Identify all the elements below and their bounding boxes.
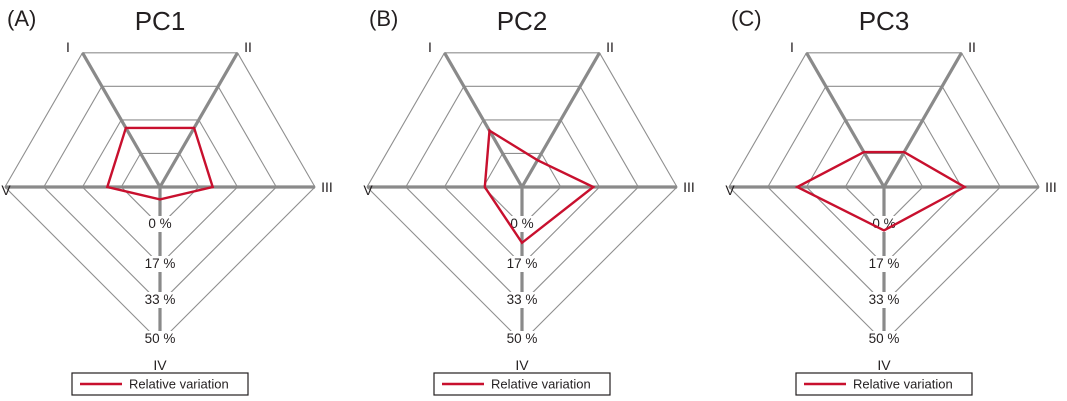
legend-label: Relative variation	[853, 377, 953, 392]
grid-ring-1	[844, 152, 924, 227]
axis-label-i: I	[790, 39, 794, 55]
grid-ring-2	[443, 119, 601, 266]
chart-title: PC3	[859, 6, 910, 36]
tick-label-bg	[866, 331, 902, 347]
tick-label-bg	[866, 292, 902, 308]
tick-label: 50 %	[507, 331, 538, 346]
tick-label: 50 %	[869, 331, 900, 346]
axis-label-iii: III	[1045, 179, 1057, 195]
axis-label-iv: IV	[515, 357, 529, 373]
axis-spoke-i	[805, 51, 886, 188]
tick-label: 33 %	[507, 292, 538, 307]
tick-label-bg	[146, 216, 174, 232]
axis-label-ii: II	[606, 39, 614, 55]
grid-ring-3	[43, 85, 277, 305]
chart-title: PC1	[135, 6, 186, 36]
legend-label: Relative variation	[129, 377, 229, 392]
grid-ring-4	[366, 52, 678, 343]
grid-ring-3	[405, 85, 639, 305]
axis-spoke-i	[81, 51, 162, 188]
axis-spoke-ii	[520, 51, 601, 188]
axis-spoke-ii	[882, 51, 963, 188]
grid-ring-3	[767, 85, 1001, 305]
panel-label: (B)	[369, 6, 398, 31]
grid-ring-1	[482, 152, 562, 227]
legend: Relative variation	[433, 372, 611, 396]
tick-label: 17 %	[507, 256, 538, 271]
tick-label-bg	[504, 292, 540, 308]
axis-label-i: I	[66, 39, 70, 55]
tick-label: 0 %	[510, 216, 533, 231]
axis-label-v: V	[1, 182, 11, 198]
tick-label-bg	[142, 331, 178, 347]
panel-label: (C)	[731, 6, 762, 31]
tick-label: 50 %	[145, 331, 176, 346]
tick-label: 17 %	[145, 256, 176, 271]
grid-ring-2	[805, 119, 963, 266]
tick-label-bg	[504, 331, 540, 347]
tick-label: 0 %	[872, 216, 895, 231]
axis-spoke-i	[443, 51, 524, 188]
tick-label-bg	[504, 256, 540, 272]
tick-label-bg	[866, 256, 902, 272]
tick-label: 17 %	[869, 256, 900, 271]
axis-label-v: V	[725, 182, 735, 198]
axis-label-iii: III	[321, 179, 333, 195]
tick-label: 33 %	[869, 292, 900, 307]
axis-label-ii: II	[244, 39, 252, 55]
grid-ring-4	[4, 52, 316, 343]
tick-label-bg	[142, 256, 178, 272]
series-line-1	[105, 126, 215, 201]
panel-label: (A)	[7, 6, 36, 31]
legend-label: Relative variation	[491, 377, 591, 392]
legend-box	[433, 372, 611, 396]
grid-ring-2	[81, 119, 239, 266]
chart-title: PC2	[497, 6, 548, 36]
series-line-1	[794, 150, 968, 232]
legend: Relative variation	[71, 372, 249, 396]
legend-box	[795, 372, 973, 396]
tick-label-bg	[508, 216, 536, 232]
series-line-1	[483, 128, 596, 245]
tick-label: 0 %	[148, 216, 171, 231]
axis-label-v: V	[363, 182, 373, 198]
axis-label-ii: II	[968, 39, 976, 55]
legend: Relative variation	[795, 372, 973, 396]
axis-label-i: I	[428, 39, 432, 55]
axis-label-iv: IV	[877, 357, 891, 373]
grid-ring-1	[120, 152, 200, 227]
legend-box	[71, 372, 249, 396]
axis-label-iv: IV	[153, 357, 167, 373]
grid-ring-4	[728, 52, 1040, 343]
axis-label-iii: III	[683, 179, 695, 195]
tick-label-bg	[142, 292, 178, 308]
axis-spoke-ii	[158, 51, 239, 188]
tick-label: 33 %	[145, 292, 176, 307]
